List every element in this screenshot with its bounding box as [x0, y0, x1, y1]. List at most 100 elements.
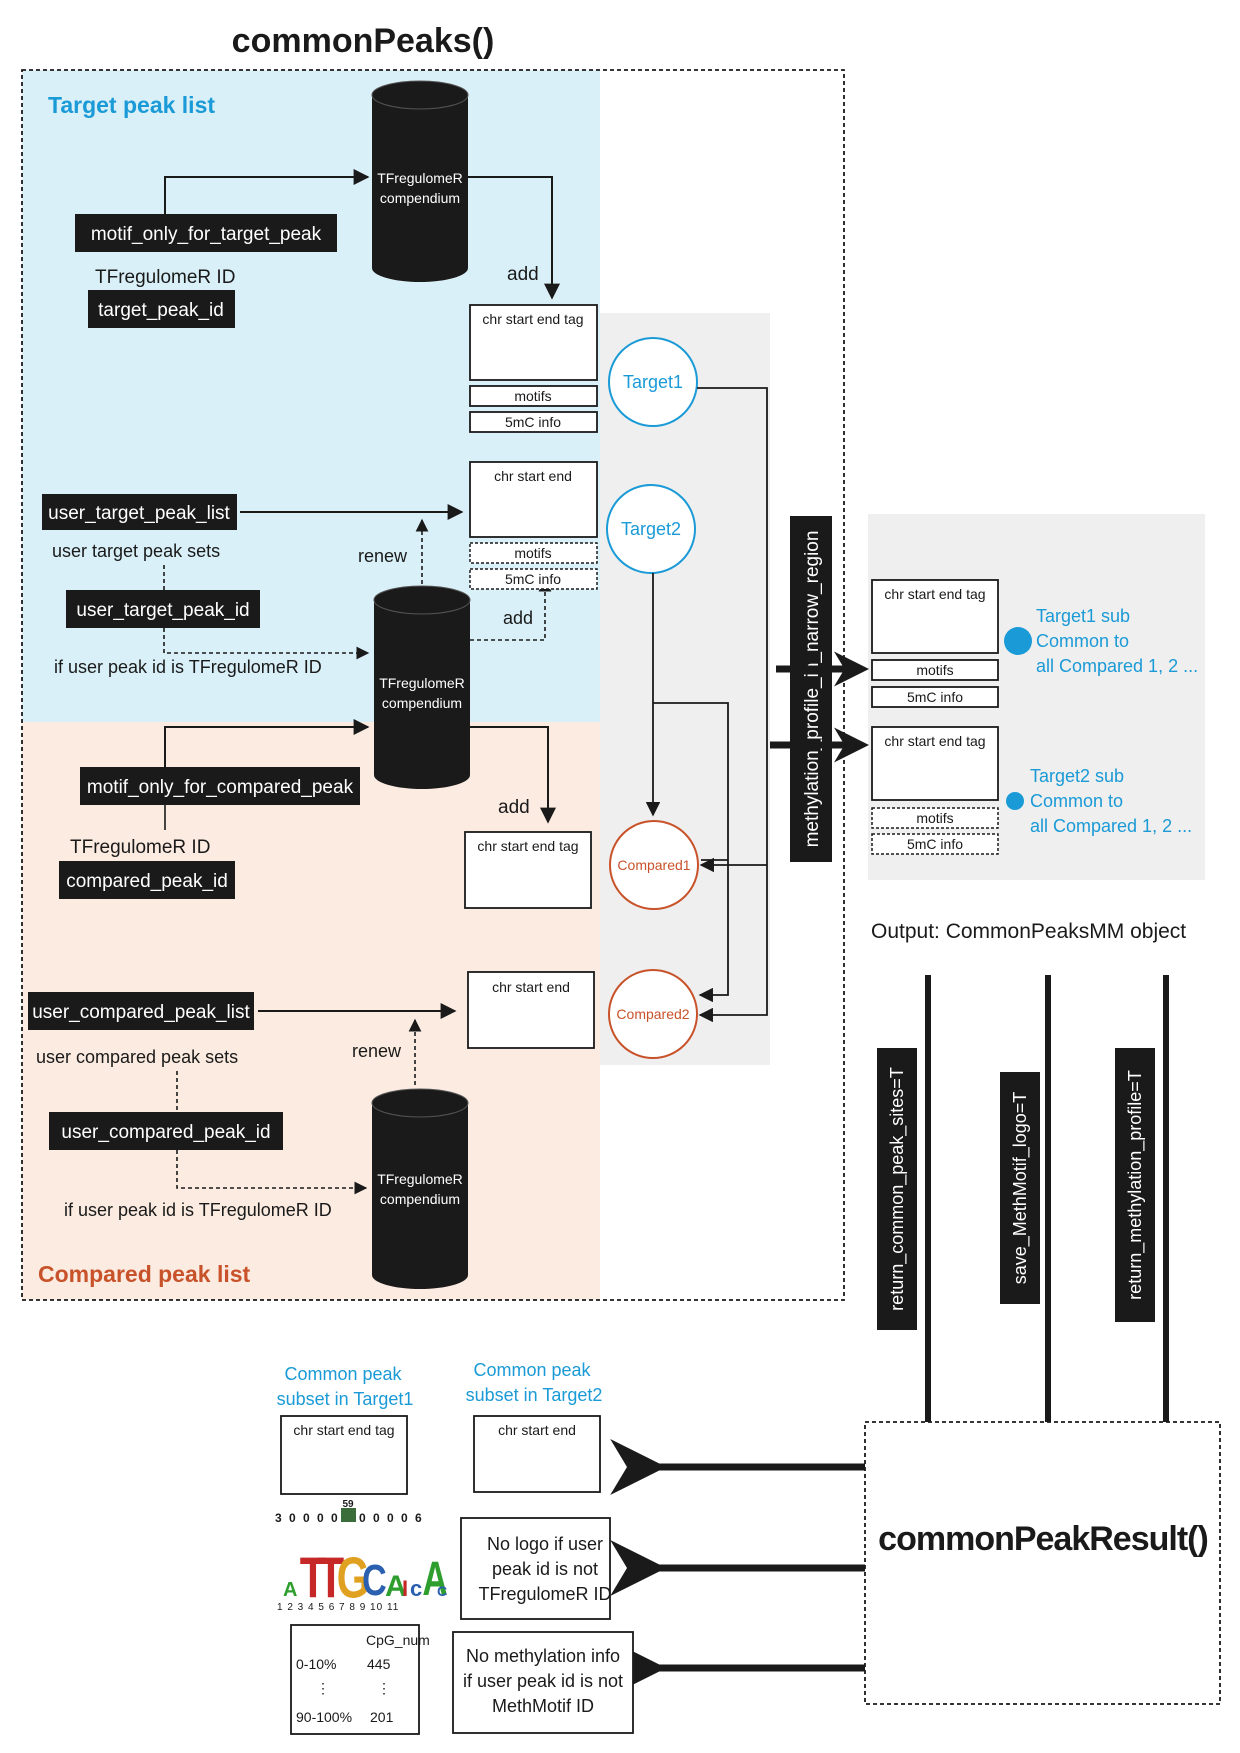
svg-text:motifs: motifs	[916, 810, 953, 826]
compared1-circle: Compared1	[609, 820, 699, 910]
svg-text:return_common_peak_sites=T: return_common_peak_sites=T	[887, 1067, 908, 1311]
svg-text:all Compared 1, 2 ...: all Compared 1, 2 ...	[1036, 656, 1198, 676]
user-compared-peak-list-box: user_compared_peak_list	[28, 992, 254, 1030]
svg-text:Compared1: Compared1	[617, 857, 690, 873]
svg-text:Compared2: Compared2	[616, 1006, 689, 1022]
svg-text:subset in Target1: subset in Target1	[277, 1389, 414, 1409]
tfregulomer-id-label: TFregulomeR ID	[70, 837, 210, 858]
circles-panel	[600, 313, 770, 1065]
no-methylation-box: No methylation info if user peak id is n…	[452, 1631, 634, 1734]
svg-text:chr start end: chr start end	[494, 468, 572, 484]
svg-text:T: T	[318, 1545, 344, 1609]
svg-text:peak id is not: peak id is not	[492, 1559, 598, 1579]
subset-target1-table: chr start end tag	[280, 1415, 408, 1495]
subset-target1-label: Common peak subset in Target1	[277, 1364, 414, 1409]
target1-circle: Target1	[608, 337, 698, 427]
add-label: add	[498, 797, 530, 818]
svg-text:A: A	[283, 1579, 297, 1601]
svg-text:5mC info: 5mC info	[505, 414, 561, 430]
renew-label: renew	[352, 1041, 402, 1061]
svg-text:A: A	[385, 1570, 407, 1603]
svg-text:445: 445	[367, 1656, 391, 1672]
methylation-profile-label: methylation_profile_in_narrow_region	[790, 516, 832, 862]
svg-text:No methylation info: No methylation info	[466, 1646, 620, 1666]
svg-text:I: I	[402, 1576, 408, 1601]
svg-text:Target2: Target2	[621, 519, 681, 539]
target1-connector	[697, 387, 768, 1023]
user-target-peak-sets-label: user target peak sets	[52, 541, 220, 561]
renew-label: renew	[358, 546, 408, 566]
target2-circle: Target2	[606, 484, 696, 574]
target-peak-id-box: target_peak_id	[88, 290, 235, 328]
svg-text:C: C	[437, 1583, 447, 1599]
svg-text:compared_peak_id: compared_peak_id	[66, 871, 228, 892]
database-cylinder-3: TFregulomeR compendium	[371, 1088, 469, 1289]
compared-peak-id-box: compared_peak_id	[59, 861, 235, 899]
arrow-db2-to-table	[468, 726, 556, 824]
arrow-db1-to-table	[468, 176, 560, 300]
compared-section-label: Compared peak list	[38, 1261, 251, 1287]
dashed-arrow-to-db3	[176, 1150, 368, 1195]
page-title: commonPeaks()	[232, 22, 495, 60]
svg-text:chr start end: chr start end	[492, 979, 570, 995]
arrow-to-db1	[164, 169, 370, 214]
arrow-to-db2	[164, 719, 370, 767]
svg-text:TFregulomeR ID: TFregulomeR ID	[478, 1584, 611, 1604]
svg-text:Common to: Common to	[1036, 631, 1129, 651]
svg-text:motif_only_for_compared_peak: motif_only_for_compared_peak	[87, 777, 354, 798]
svg-text:all Compared 1, 2 ...: all Compared 1, 2 ...	[1030, 816, 1192, 836]
svg-text:Target1 sub: Target1 sub	[1036, 606, 1130, 626]
svg-text:chr start end tag: chr start end tag	[482, 311, 583, 327]
svg-text:A: A	[422, 1552, 447, 1606]
db-label-line1: TFregulomeR	[377, 170, 463, 186]
svg-text:chr start end tag: chr start end tag	[884, 733, 985, 749]
svg-text:Common to: Common to	[1030, 791, 1123, 811]
motif-only-for-target-peak-box: motif_only_for_target_peak	[75, 214, 337, 252]
svg-text:5mC info: 5mC info	[505, 571, 561, 587]
svg-text:T: T	[300, 1545, 326, 1609]
dashed-add-arrow	[470, 578, 552, 641]
user-target-peak-list-box: user_target_peak_list	[42, 494, 237, 530]
target2-sub-label: Target2 sub Common to all Compared 1, 2 …	[1030, 766, 1192, 836]
svg-text:motifs: motifs	[916, 662, 953, 678]
svg-text:⋮: ⋮	[316, 1680, 330, 1696]
svg-text:⋮: ⋮	[377, 1680, 391, 1696]
db-label-line1: TFregulomeR	[377, 1171, 463, 1187]
svg-text:motifs: motifs	[514, 545, 551, 561]
svg-text:if user peak id is not: if user peak id is not	[463, 1671, 623, 1691]
database-cylinder-1: TFregulomeR compendium	[371, 80, 469, 282]
db-label-line1: TFregulomeR	[379, 675, 465, 691]
svg-text:user_target_peak_id: user_target_peak_id	[76, 600, 249, 621]
svg-text:motif_only_for_target_peak: motif_only_for_target_peak	[91, 224, 322, 245]
cpg-table: CpG_num 0-10% 445 ⋮ ⋮ 90-100% 201	[290, 1624, 430, 1735]
output-target1-table: chr start end tag motifs 5mC info	[871, 579, 999, 708]
svg-text:CpG_num: CpG_num	[366, 1632, 430, 1648]
database-cylinder-2: TFregulomeR compendium	[373, 585, 471, 789]
db-label-line2: compendium	[382, 695, 462, 711]
user-target-peak-id-box: user_target_peak_id	[66, 590, 260, 628]
common-peak-result-label: commonPeakResult()	[878, 1520, 1208, 1558]
svg-text:MethMotif ID: MethMotif ID	[492, 1696, 594, 1716]
output-label: Output: CommonPeaksMM object	[871, 920, 1186, 943]
svg-text:user_compared_peak_list: user_compared_peak_list	[32, 1002, 250, 1023]
subset-target2-label: Common peak subset in Target2	[466, 1360, 603, 1405]
compared2-table: chr start end	[467, 971, 595, 1049]
svg-text:Target2 sub: Target2 sub	[1030, 766, 1124, 786]
svg-text:201: 201	[370, 1709, 394, 1725]
target2-sub-dot	[1006, 792, 1024, 810]
add-label: add	[503, 608, 533, 628]
svg-text:Target1: Target1	[623, 372, 683, 392]
svg-text:3 0 0 0 0: 3 0 0 0 0	[275, 1511, 340, 1525]
compared1-table: chr start end tag	[464, 831, 592, 909]
svg-text:chr start end tag: chr start end tag	[884, 586, 985, 602]
no-logo-box: No logo if user peak id is not TFregulom…	[460, 1517, 612, 1620]
dashed-arrow-to-db2	[163, 628, 370, 660]
db-label-line2: compendium	[380, 190, 460, 206]
svg-text:chr start end tag: chr start end tag	[293, 1422, 394, 1438]
svg-text:Common peak: Common peak	[284, 1364, 402, 1384]
svg-text:save_MethMotif_logo=T: save_MethMotif_logo=T	[1010, 1092, 1031, 1285]
if-user-peak-id-label: if user peak id is TFregulomeR ID	[64, 1200, 332, 1220]
svg-text:chr start end tag: chr start end tag	[477, 838, 578, 854]
if-user-peak-id-label: if user peak id is TFregulomeR ID	[54, 657, 322, 677]
svg-text:subset in Target2: subset in Target2	[466, 1385, 603, 1405]
